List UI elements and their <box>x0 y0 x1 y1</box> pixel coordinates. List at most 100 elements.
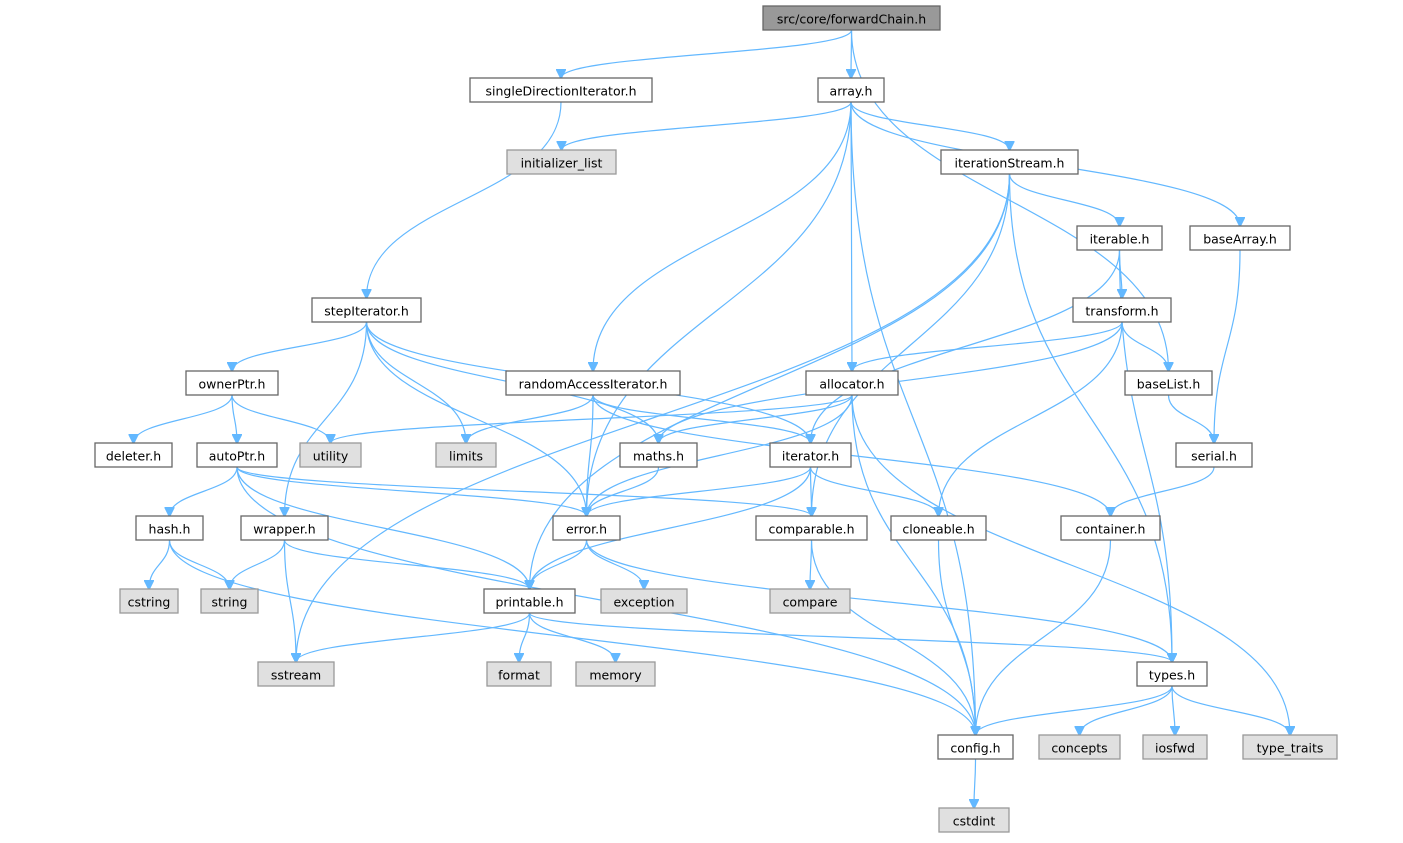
node-label: ownerPtr.h <box>199 377 266 392</box>
node-box <box>311 297 422 323</box>
edge-allocator-to-utility <box>331 394 853 443</box>
node-forwardChain[interactable]: src/core/forwardChain.h <box>762 5 941 31</box>
edge-ownerPtr-to-deleter <box>134 394 233 443</box>
edge-config-to-cstdint <box>974 758 976 808</box>
node-config[interactable]: config.h <box>937 734 1014 760</box>
edge-randomAccessIterator-to-error <box>587 394 594 516</box>
node-iterator[interactable]: iterator.h <box>769 442 852 468</box>
node-cstring: cstring <box>119 588 179 614</box>
edge-maths-to-error <box>587 466 660 516</box>
node-type_traits: type_traits <box>1242 734 1338 760</box>
node-box <box>240 515 329 541</box>
node-sstream: sstream <box>257 661 335 687</box>
node-label: concepts <box>1051 741 1107 756</box>
node-string: string <box>200 588 259 614</box>
edge-autoPtr-to-printable <box>236 466 530 589</box>
edge-stepIterator-to-wrapper <box>285 321 368 516</box>
node-deleter[interactable]: deleter.h <box>94 442 173 468</box>
edge-types-to-config <box>976 685 1173 735</box>
node-singleDirectionIterator[interactable]: singleDirectionIterator.h <box>469 77 653 103</box>
node-box <box>940 149 1079 175</box>
edge-transform-to-allocator <box>852 321 1123 371</box>
node-box <box>135 515 204 541</box>
edge-types-to-type_traits <box>1171 685 1290 735</box>
node-printable[interactable]: printable.h <box>483 588 576 614</box>
edge-ownerPtr-to-utility <box>231 394 331 443</box>
edge-types-to-concepts <box>1080 685 1173 735</box>
edge-hash-to-cstring <box>149 539 171 589</box>
node-wrapper[interactable]: wrapper.h <box>240 515 329 541</box>
node-label: serial.h <box>1191 449 1237 464</box>
node-label: randomAccessIterator.h <box>519 377 668 392</box>
node-box <box>94 442 173 468</box>
edge-stepIterator-to-limits <box>365 321 467 443</box>
node-box <box>1136 661 1208 687</box>
node-label: allocator.h <box>819 377 884 392</box>
edge-comparable-to-config <box>810 539 976 735</box>
node-box <box>486 661 552 687</box>
edge-error-to-exception <box>585 539 645 589</box>
node-box <box>575 661 656 687</box>
node-label: initializer_list <box>521 156 603 171</box>
node-box <box>600 588 688 614</box>
node-ownerPtr[interactable]: ownerPtr.h <box>185 370 279 396</box>
node-serial[interactable]: serial.h <box>1175 442 1253 468</box>
node-box <box>506 149 617 175</box>
node-error[interactable]: error.h <box>552 515 621 541</box>
node-label: transform.h <box>1085 304 1158 319</box>
node-box <box>299 442 362 468</box>
node-stepIterator[interactable]: stepIterator.h <box>311 297 422 323</box>
node-box <box>1076 225 1163 251</box>
edge-array-to-initializer_list <box>562 101 852 150</box>
node-box <box>1189 225 1291 251</box>
node-iterable[interactable]: iterable.h <box>1076 225 1163 251</box>
node-label: comparable.h <box>768 522 854 537</box>
node-label: cstring <box>128 595 171 610</box>
node-container[interactable]: container.h <box>1060 515 1161 541</box>
node-types[interactable]: types.h <box>1136 661 1208 687</box>
edge-stepIterator-to-ownerPtr <box>232 321 368 371</box>
node-comparable[interactable]: comparable.h <box>755 515 868 541</box>
edge-iterationStream-to-printable <box>530 173 1011 589</box>
node-label: container.h <box>1076 522 1146 537</box>
node-autoPtr[interactable]: autoPtr.h <box>196 442 278 468</box>
node-box <box>469 77 653 103</box>
node-box <box>755 515 868 541</box>
node-label: autoPtr.h <box>209 449 265 464</box>
node-label: cstdint <box>953 814 996 829</box>
node-box <box>890 515 987 541</box>
node-label: types.h <box>1149 668 1195 683</box>
edge-stepIterator-to-error <box>365 321 587 516</box>
node-label: printable.h <box>495 595 563 610</box>
node-box <box>619 442 698 468</box>
node-baseList[interactable]: baseList.h <box>1124 370 1213 396</box>
node-box <box>805 370 899 396</box>
node-box <box>1124 370 1213 396</box>
node-label: stepIterator.h <box>324 304 409 319</box>
node-label: limits <box>449 449 483 464</box>
edge-wrapper-to-string <box>230 539 286 589</box>
edge-error-to-printable <box>530 539 588 589</box>
node-box <box>938 807 1010 833</box>
edge-allocator-to-maths <box>659 394 853 443</box>
node-hash[interactable]: hash.h <box>135 515 204 541</box>
edge-array-to-allocator <box>851 101 852 371</box>
edge-container-to-config <box>976 539 1112 735</box>
node-allocator[interactable]: allocator.h <box>805 370 899 396</box>
node-baseArray[interactable]: baseArray.h <box>1189 225 1291 251</box>
node-cloneable[interactable]: cloneable.h <box>890 515 987 541</box>
node-label: config.h <box>950 741 1000 756</box>
node-array[interactable]: array.h <box>817 77 885 103</box>
node-transform[interactable]: transform.h <box>1072 297 1172 323</box>
edge-autoPtr-to-hash <box>170 466 238 516</box>
node-label: iterator.h <box>782 449 839 464</box>
node-label: src/core/forwardChain.h <box>777 12 926 27</box>
edge-array-to-randomAccessIterator <box>593 101 852 371</box>
edge-array-to-iterationStream <box>850 101 1010 150</box>
node-maths[interactable]: maths.h <box>619 442 698 468</box>
node-iterationStream[interactable]: iterationStream.h <box>940 149 1079 175</box>
node-label: cloneable.h <box>902 522 974 537</box>
node-randomAccessIterator[interactable]: randomAccessIterator.h <box>505 370 681 396</box>
edge-hash-to-string <box>168 539 230 589</box>
